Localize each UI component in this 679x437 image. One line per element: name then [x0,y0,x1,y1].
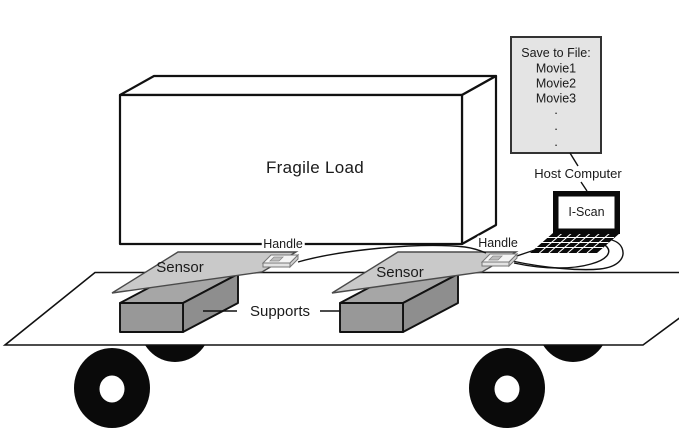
cable-sensor1-to-handle [297,244,487,263]
laptop-screen [558,196,615,229]
file-item: Movie3 [536,92,576,106]
save-to-file-box: Save to File: Movie1 Movie2 Movie3 . . . [510,36,602,154]
iscan-label: I-Scan [568,205,604,219]
laptop-keyboard-grid [536,232,614,254]
ellipsis-dot: . [554,134,558,149]
file-item: Movie1 [536,62,576,76]
fragile-load-label: Fragile Load [266,158,364,177]
sensor-plate-left [111,251,299,294]
host-computer-label: Host Computer [534,166,622,181]
sensor-plate-right [331,251,519,294]
pointer-savebox-to-host [569,152,579,167]
laptop: I-Scan [530,191,620,254]
sensor-left-label: Sensor [156,259,204,276]
support-left [119,273,239,333]
wheel-front-left [74,348,150,428]
save-to-file-title: Save to File: [521,46,590,60]
pointer-host-to-laptop [580,181,588,192]
supports-label: Supports [250,303,310,320]
handle-connector-right [480,252,519,268]
file-item: Movie2 [536,77,576,91]
ellipsis-dot: . [554,102,558,117]
handle-right-label: Handle [478,236,518,250]
ellipsis-dot: . [554,118,558,133]
handle-connector-left [261,253,300,269]
wheel-front-right [469,348,545,428]
handle-left-label: Handle [263,237,303,251]
fragile-load-box: Fragile Load [118,74,498,246]
sensor-right-label: Sensor [376,264,424,281]
